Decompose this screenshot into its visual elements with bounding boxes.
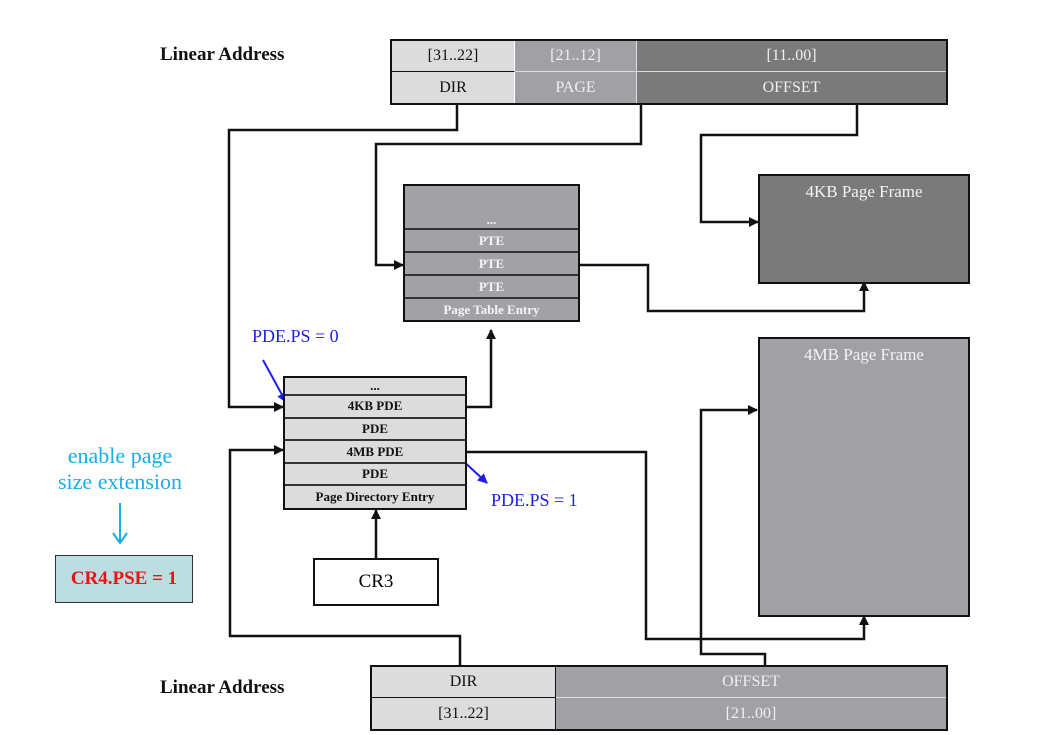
bottom-field-offset: OFFSET [556, 667, 946, 698]
pde-row-ellipsis: ... [285, 378, 465, 394]
bottom-bits-dir: [31..22] [372, 698, 556, 729]
bottom-linear-address-label: Linear Address [160, 677, 285, 698]
dir-to-pde-line [227, 104, 459, 412]
pde-row-4mb: 4MB PDE [285, 439, 465, 462]
pde-row: PDE [285, 416, 465, 440]
pte-row: PTE [405, 251, 578, 274]
enable-pse-line2: size extension [57, 469, 183, 494]
4kb-page-frame: 4KB Page Frame [758, 174, 970, 284]
bottom-offset-to-4mb-line [699, 405, 767, 665]
pde-ps-0-annotation: PDE.PS = 0 [252, 326, 339, 346]
pde-to-4mb-line [466, 450, 869, 641]
top-field-dir: DIR [392, 72, 515, 103]
top-linear-address-label: Linear Address [160, 44, 285, 65]
pte-row-ellipsis: ... [405, 186, 578, 228]
top-bits-page: [21..12] [515, 41, 637, 72]
pde-to-pte-line [466, 329, 496, 409]
pte-row: PTE [405, 228, 578, 251]
top-field-page: PAGE [515, 72, 637, 103]
bottom-dir-to-pde-line [228, 445, 462, 665]
pde-ps-1-annotation: PDE.PS = 1 [491, 490, 578, 510]
enable-pse-note: enable page size extension [40, 443, 200, 495]
top-field-offset: OFFSET [637, 72, 946, 103]
bottom-field-dir: DIR [372, 667, 556, 698]
page-directory: ... 4KB PDE PDE 4MB PDE PDE Page Directo… [283, 376, 467, 510]
pde-row: PDE [285, 461, 465, 485]
page-table: ... PTE PTE PTE Page Table Entry [403, 184, 580, 322]
pde-row-header: Page Directory Entry [285, 484, 465, 509]
bottom-linear-address: DIR OFFSET [31..22] [21..00] [370, 665, 948, 731]
pte-row: PTE [405, 274, 578, 297]
offset-to-4kb-line [699, 104, 859, 227]
cr4-pse-box: CR4.PSE = 1 [55, 555, 193, 603]
page-to-pte-line [374, 104, 643, 270]
4mb-page-frame: 4MB Page Frame [758, 337, 970, 617]
enable-pse-line1: enable page [67, 443, 173, 468]
ps0-arrow [262, 359, 287, 403]
top-bits-dir: [31..22] [392, 41, 515, 72]
bottom-bits-offset: [21..00] [556, 698, 946, 729]
pde-row-4kb: 4KB PDE [285, 394, 465, 417]
cr3-register: CR3 [313, 558, 439, 606]
pte-to-4kb-line [579, 263, 869, 313]
top-linear-address: [31..22] [21..12] [11..00] DIR PAGE OFFS… [390, 39, 948, 105]
pte-row-header: Page Table Entry [405, 297, 578, 320]
top-bits-offset: [11..00] [637, 41, 946, 72]
